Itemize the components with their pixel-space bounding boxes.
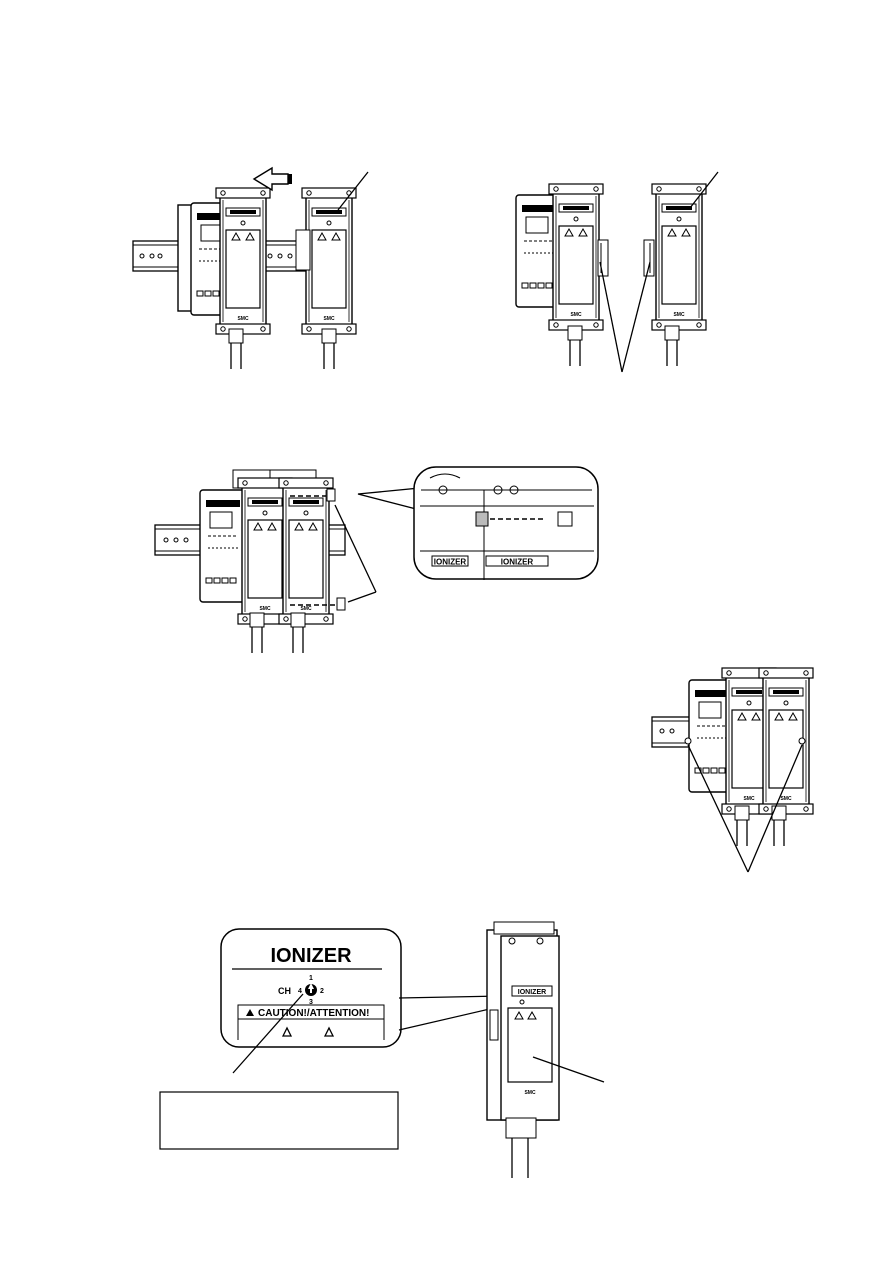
cable xyxy=(290,612,306,654)
dial-pos-top: 1 xyxy=(309,975,313,982)
leader-line xyxy=(599,261,623,373)
label-caution: CAUTION!/ATTENTION! xyxy=(258,1008,369,1019)
figure-2-connector-detail xyxy=(515,171,719,373)
figure-5-channel-setting: IONIZER CH 1 2 3 4 CAUTION!/ATTENTION! I… xyxy=(159,921,605,1178)
label-channel-prefix: CH xyxy=(278,986,291,996)
figure-3-pin-insertion: IONIZER IONIZER xyxy=(154,466,599,654)
brand-mark: SMC xyxy=(524,1090,536,1096)
zoom-label-right: IONIZER xyxy=(501,558,534,567)
dial-pos-bottom: 3 xyxy=(309,999,313,1006)
cable xyxy=(734,805,750,847)
leader-line xyxy=(621,261,651,373)
leader-line xyxy=(337,171,369,211)
label-product-name: IONIZER xyxy=(270,945,352,967)
zoom-label-left: IONIZER xyxy=(434,558,467,567)
cover-leader-line xyxy=(532,1056,605,1083)
dial-leader-line xyxy=(232,993,304,1074)
ionizer-module-large: IONIZER SMC xyxy=(486,921,560,1178)
note-box xyxy=(159,1091,399,1150)
slide-left-arrow-icon xyxy=(252,166,292,192)
cable xyxy=(249,612,265,654)
controller-module xyxy=(199,489,247,603)
module-label: IONIZER xyxy=(518,989,546,996)
ionizer-module xyxy=(651,183,707,331)
hazard-icon xyxy=(281,1026,335,1037)
cable xyxy=(228,328,244,370)
ionizer-module xyxy=(215,187,271,335)
cable xyxy=(321,328,337,370)
figure-4-fixed-assembly xyxy=(651,667,814,873)
ionizer-module xyxy=(278,477,334,625)
joint-pin xyxy=(326,488,336,502)
joint-pin xyxy=(336,597,346,611)
dial-pos-left: 4 xyxy=(298,988,302,995)
cable xyxy=(664,325,680,367)
warning-icon xyxy=(246,1009,254,1016)
cable xyxy=(567,325,583,367)
leader-line xyxy=(747,744,803,873)
leader-line xyxy=(689,171,719,209)
leader-line xyxy=(687,744,749,873)
dial-pos-right: 2 xyxy=(320,988,324,995)
figure-1-slide-unit xyxy=(132,166,369,370)
ionizer-module xyxy=(548,183,604,331)
